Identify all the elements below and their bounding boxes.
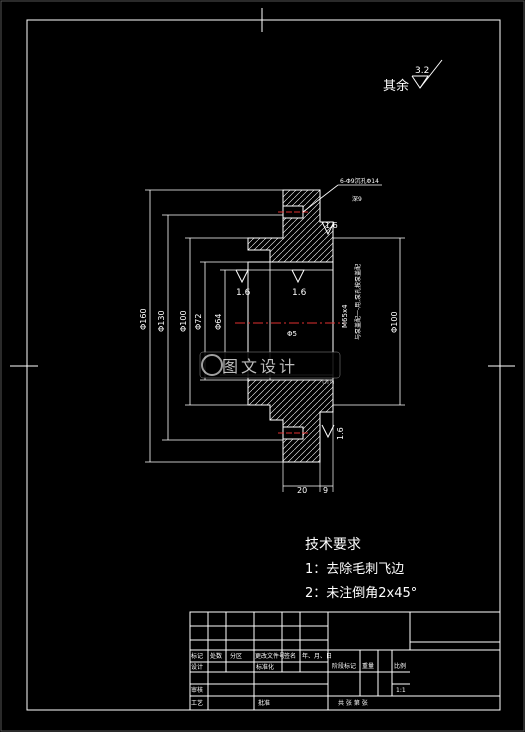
requirement-item-1: 1：去除毛刺飞边 (305, 562, 404, 577)
title-block (189, 611, 501, 711)
note-fit: M65x4 (341, 304, 349, 328)
section-lower (247, 379, 334, 463)
tb-mark: 标记 (191, 652, 203, 660)
tb-sheet-total: 共 张 第 张 (338, 699, 368, 707)
dim-d100-right: Φ100 (390, 311, 399, 333)
note-holes: 6-Φ9沉孔Φ14 (340, 177, 379, 185)
tb-process: 工艺 (191, 699, 203, 707)
watermark-text: 图文设计 (222, 357, 298, 376)
tb-change-doc: 更改文件号 (255, 652, 285, 660)
note-side: 与泵盖配一-用,泵孔按泵盖配 (354, 264, 362, 340)
requirement-item-2: 2：未注倒角2x45° (305, 586, 417, 601)
tb-standardize: 标准化 (256, 663, 274, 671)
requirements-title: 技术要求 (305, 537, 361, 553)
extension-lines (145, 189, 405, 492)
surface-roughness-symbol (411, 75, 429, 89)
dim-d65: Φ5 (287, 330, 297, 338)
roughness-value-1: 1.6 (236, 288, 251, 298)
tb-scale: 比例 (394, 662, 406, 670)
roughness-value-3: 1.6 (325, 221, 338, 230)
part-section-view (235, 189, 345, 463)
tb-date: 年、月、日 (302, 652, 332, 660)
tb-approve: 批准 (258, 699, 270, 707)
surface-note-prefix: 其余 (383, 78, 409, 94)
dimension-lines (149, 190, 401, 487)
dim-w20: 20 (297, 486, 307, 495)
section-upper (247, 189, 334, 263)
roughness-symbols (235, 221, 335, 439)
hole-leader (302, 184, 339, 213)
tb-signature: 签名 (284, 652, 296, 660)
roughness-value-4: 1.6 (336, 427, 345, 440)
dim-d64: Φ64 (214, 314, 223, 330)
section-bore (247, 261, 334, 381)
dim-d160: Φ160 (139, 308, 148, 330)
surface-roughness-tail (419, 59, 443, 89)
watermark-band (199, 351, 341, 379)
dim-d130: Φ130 (157, 310, 166, 332)
tb-design: 设计 (191, 663, 203, 671)
watermark-logo-icon (201, 354, 223, 376)
dim-d72: Φ72 (194, 314, 203, 330)
dim-w9: 9 (323, 486, 328, 495)
tb-zone: 分区 (230, 652, 242, 660)
watermark: 图文设计 om (199, 351, 341, 386)
dim-d100: Φ100 (179, 310, 188, 332)
tb-stage-mark: 阶段标记 (332, 662, 356, 670)
title-block-labels: 标记 处数 分区 更改文件号 签名 年、月、日 设计 标准化 审核 工艺 批准 … (191, 652, 406, 707)
roughness-value-2: 1.6 (292, 288, 307, 298)
watermark-suffix: om (322, 377, 335, 386)
tb-scale-value: 1:1 (396, 687, 406, 694)
tb-review: 审核 (191, 686, 203, 694)
surface-note-value: 3.2 (415, 66, 429, 76)
note-depth: 深9 (352, 195, 362, 203)
tb-weight: 重量 (362, 662, 374, 670)
tb-count: 处数 (210, 652, 222, 660)
